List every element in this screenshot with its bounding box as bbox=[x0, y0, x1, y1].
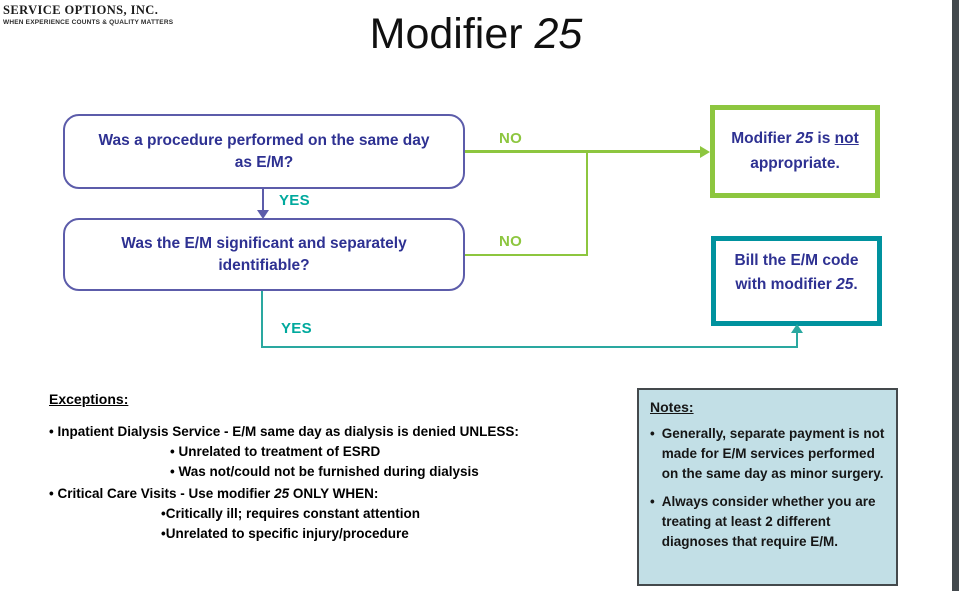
exception-item-dialysis: • Inpatient Dialysis Service - E/M same … bbox=[49, 424, 519, 439]
exception-sub-unrelated-injury: •Unrelated to specific injury/procedure bbox=[161, 526, 409, 541]
exception-critical-pre: • Critical Care Visits - Use modifier bbox=[49, 486, 275, 501]
question2-text: Was the E/M significant and separately i… bbox=[121, 234, 407, 274]
no2-label: NO bbox=[499, 233, 523, 250]
note1-text: Generally, separate payment is not made … bbox=[661, 426, 885, 481]
note2-text: Always consider whether you are treating… bbox=[661, 493, 876, 549]
yes1-connector-line bbox=[262, 189, 264, 211]
company-tagline: WHEN EXPERIENCE COUNTS & QUALITY MATTERS bbox=[3, 19, 174, 26]
exception-sub-critically-ill: •Critically ill; requires constant atten… bbox=[161, 506, 421, 521]
note-item-two-diagnoses: • Always consider whether you are treati… bbox=[650, 492, 885, 552]
outcome-not-text: Modifier 25 is not appropriate. bbox=[727, 127, 863, 175]
bullet-icon: • bbox=[650, 426, 655, 441]
outcome-box-bill-with-modifier: Bill the E/M code with modifier 25. bbox=[711, 236, 882, 326]
company-name: SERVICE OPTIONS, INC. bbox=[3, 3, 159, 17]
yes2-connector-down-line bbox=[261, 291, 263, 348]
page-title: Modifier 25 bbox=[0, 10, 952, 59]
exception-sub-furnished: • Was not/could not be furnished during … bbox=[170, 464, 479, 479]
page-title-text: Modifier bbox=[369, 10, 535, 58]
outcome-not-underline: not bbox=[834, 130, 859, 148]
exception-critical-post: ONLY WHEN: bbox=[289, 486, 379, 501]
outcome-not-pre: Modifier bbox=[731, 130, 796, 148]
exception-sub-esrd: • Unrelated to treatment of ESRD bbox=[170, 444, 381, 459]
no2-connector-line bbox=[465, 254, 586, 256]
exception-critical-number: 25 bbox=[274, 486, 290, 501]
outcome-not-mid: is bbox=[813, 130, 835, 148]
no2-branch-vertical-line bbox=[586, 152, 588, 256]
outcome-bill-pre: Bill the E/M code with modifier bbox=[734, 251, 859, 293]
page-title-number: 25 bbox=[534, 10, 583, 58]
exceptions-heading: Exceptions: bbox=[49, 391, 129, 407]
note-item-separate-payment: • Generally, separate payment is not mad… bbox=[650, 424, 885, 484]
no1-arrowhead-icon bbox=[700, 145, 710, 158]
outcome-bill-text: Bill the E/M code with modifier 25. bbox=[730, 249, 863, 297]
yes2-arrowhead-icon bbox=[791, 324, 803, 333]
bullet-icon: • bbox=[650, 493, 655, 509]
yes2-connector-up-line bbox=[796, 333, 798, 347]
viewer-edge-strip bbox=[952, 0, 959, 591]
yes2-connector-horizontal-line bbox=[261, 346, 798, 348]
exception-item-critical-care: • Critical Care Visits - Use modifier 25… bbox=[49, 485, 629, 502]
yes2-label: YES bbox=[281, 320, 312, 337]
notes-heading: Notes: bbox=[650, 399, 694, 415]
no1-label: NO bbox=[499, 130, 523, 147]
question-box-em-significant: Was the E/M significant and separately i… bbox=[63, 218, 465, 291]
outcome-box-not-appropriate: Modifier 25 is not appropriate. bbox=[710, 105, 880, 198]
outcome-bill-number: 25 bbox=[836, 276, 854, 293]
outcome-not-number: 25 bbox=[795, 130, 814, 148]
company-logo: SERVICE OPTIONS, INC. WHEN EXPERIENCE CO… bbox=[3, 3, 173, 26]
outcome-not-post: appropriate. bbox=[750, 154, 840, 172]
no1-connector-line bbox=[465, 150, 702, 153]
exceptions-section: Exceptions: • Inpatient Dialysis Service… bbox=[49, 391, 629, 542]
yes1-label: YES bbox=[279, 192, 310, 209]
yes1-arrowhead-icon bbox=[257, 210, 269, 219]
question1-text: Was a procedure performed on the same da… bbox=[98, 131, 430, 171]
question-box-procedure-same-day: Was a procedure performed on the same da… bbox=[63, 114, 465, 189]
notes-box: Notes: • Generally, separate payment is … bbox=[637, 388, 898, 586]
outcome-bill-post: . bbox=[853, 276, 858, 293]
